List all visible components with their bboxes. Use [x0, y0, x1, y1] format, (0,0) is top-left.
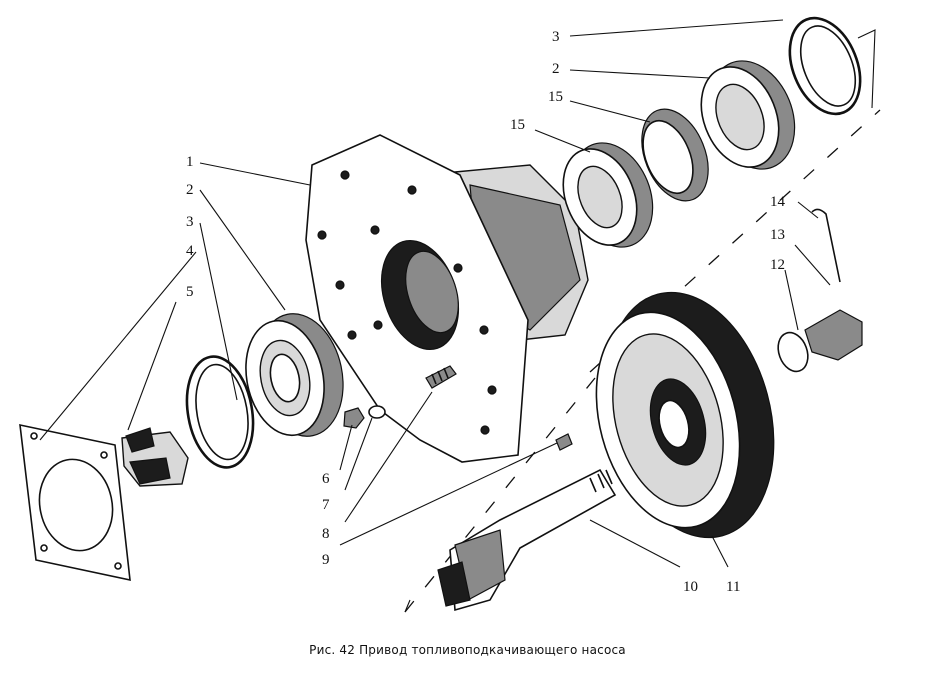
- label-part-10: 10: [683, 579, 698, 595]
- gasket-part-4: [19, 423, 131, 582]
- bearing-part-2-left: [245, 313, 344, 437]
- label-part-6: 6: [322, 471, 330, 487]
- figure-caption: Рис. 42 Привод топливоподкачивающего нас…: [309, 643, 626, 657]
- label-part-1: 1: [186, 154, 194, 170]
- castle-nut-part-13: [804, 309, 863, 361]
- housing-part-1: [305, 134, 589, 463]
- label-part-5: 5: [186, 284, 194, 300]
- label-part-11: 11: [726, 579, 741, 595]
- axis-bracket-top: [857, 29, 876, 109]
- label-part-14: 14: [770, 194, 785, 210]
- washer-part-12: [777, 331, 809, 373]
- label-part-15-lower: 15: [510, 117, 525, 133]
- label-part-8: 8: [322, 526, 330, 542]
- snap-ring-part-3-left: [185, 355, 255, 469]
- bearing-part-15-lower: [562, 142, 654, 248]
- label-part-2-right: 2: [552, 61, 560, 77]
- leader-lines: [39, 19, 831, 568]
- label-part-7: 7: [322, 497, 330, 513]
- snap-ring-part-3-right: [788, 16, 862, 116]
- spacer-part-15-upper: [641, 108, 709, 202]
- gear-part-11: [595, 291, 775, 539]
- housing-bolt-holes: [317, 170, 497, 435]
- bearing-part-2-right: [700, 60, 796, 170]
- label-part-3-right: 3: [552, 29, 560, 45]
- nut-part-6: [343, 407, 365, 429]
- label-part-15-upper: 15: [548, 89, 563, 105]
- cotter-pin-part-14: [811, 208, 841, 283]
- shaft-part-10: [437, 468, 617, 612]
- label-part-9: 9: [322, 552, 330, 568]
- key-part-9: [555, 433, 573, 451]
- coupling-part-5: [121, 427, 189, 487]
- axis-bracket-bottom: [404, 599, 411, 613]
- label-part-12: 12: [770, 257, 785, 273]
- label-part-4: 4: [186, 243, 194, 259]
- washer-part-7: [368, 405, 386, 419]
- label-part-13: 13: [770, 227, 785, 243]
- label-part-2-left: 2: [186, 182, 194, 198]
- stud-part-8: [425, 365, 457, 389]
- label-part-3-left: 3: [186, 214, 194, 230]
